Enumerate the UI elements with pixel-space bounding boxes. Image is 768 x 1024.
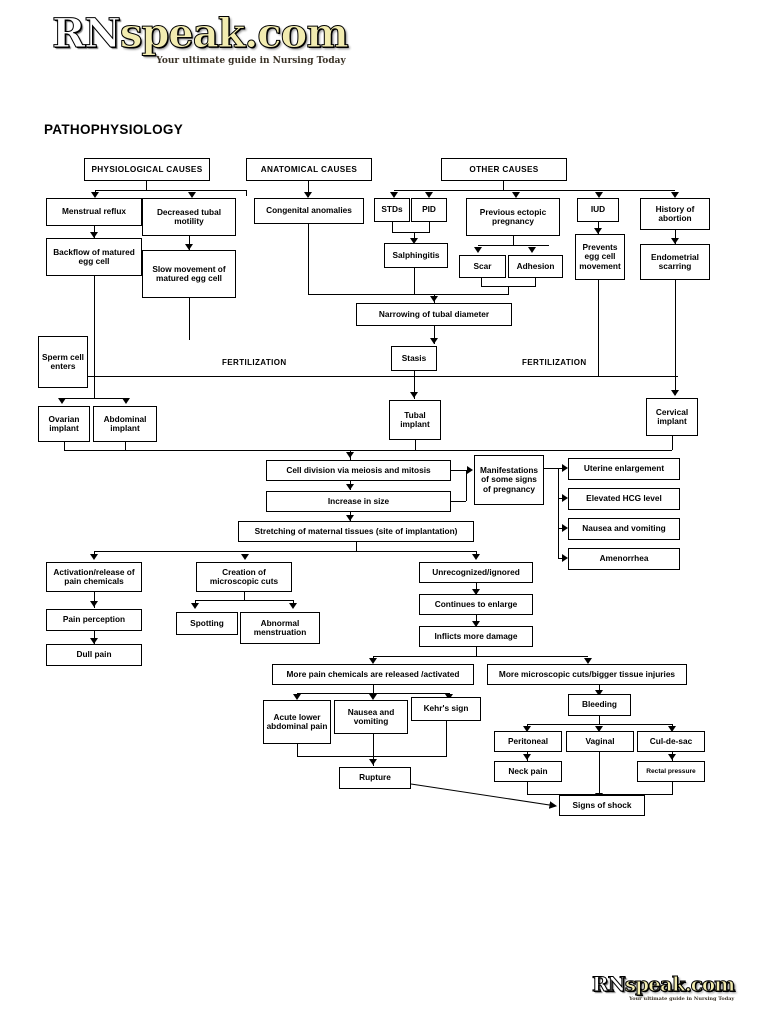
node-spotting[interactable]: Spotting — [176, 612, 238, 635]
node-pid[interactable]: PID — [411, 198, 447, 222]
node-endometrial-scarring[interactable]: Endometrial scarring — [640, 244, 710, 280]
node-rupture[interactable]: Rupture — [339, 767, 411, 789]
node-ovarian-implant[interactable]: Ovarian implant — [38, 406, 90, 442]
rnspeak-logo-header: RNspeak.com Your ultimate guide in Nursi… — [52, 13, 350, 68]
node-amenorrhea[interactable]: Amenorrhea — [568, 548, 680, 570]
node-cul-de-sac[interactable]: Cul-de-sac — [637, 731, 705, 752]
node-increase-in-size[interactable]: Increase in size — [266, 491, 451, 512]
node-bleeding[interactable]: Bleeding — [568, 694, 631, 716]
node-more-pain-chemicals[interactable]: More pain chemicals are released /activa… — [272, 664, 474, 685]
node-inflicts-more-damage[interactable]: Inflicts more damage — [419, 626, 533, 647]
node-prevents-egg-cell-movement[interactable]: Prevents egg cell movement — [575, 234, 625, 280]
node-signs-of-shock[interactable]: Signs of shock — [559, 795, 645, 816]
node-nausea-and-vomiting-pregnancy[interactable]: Nausea and vomiting — [568, 518, 680, 540]
node-tubal-implant[interactable]: Tubal implant — [389, 400, 441, 440]
node-salphingitis[interactable]: Salphingitis — [384, 243, 448, 268]
node-iud[interactable]: IUD — [577, 198, 619, 222]
logo-rn-text-footer: RN — [592, 972, 627, 996]
node-more-microscopic-cuts[interactable]: More microscopic cuts/bigger tissue inju… — [487, 664, 687, 685]
node-congenital-anomalies[interactable]: Congenital anomalies — [254, 198, 364, 224]
node-activation-release-of-pain-chemicals[interactable]: Activation/release of pain chemicals — [46, 562, 142, 592]
logo-tagline: Your ultimate guide in Nursing Today — [156, 56, 346, 66]
node-slow-movement-of-matured-egg-cell[interactable]: Slow movement of matured egg cell — [142, 250, 236, 298]
logo-speak-text: speak.com — [119, 10, 349, 57]
node-pain-perception[interactable]: Pain perception — [46, 609, 142, 631]
node-physiological-causes[interactable]: PHYSIOLOGICAL CAUSES — [84, 158, 210, 181]
node-other-causes[interactable]: OTHER CAUSES — [441, 158, 567, 181]
node-manifestations-of-pregnancy[interactable]: Manifestations of some signs of pregnanc… — [474, 455, 544, 505]
node-stasis[interactable]: Stasis — [391, 346, 437, 371]
label-fertilization-left: FERTILIZATION — [219, 358, 290, 367]
label-fertilization-right: FERTILIZATION — [519, 358, 590, 367]
node-menstrual-reflux[interactable]: Menstrual reflux — [46, 198, 142, 226]
node-previous-ectopic-pregnancy[interactable]: Previous ectopic pregnancy — [466, 198, 560, 236]
node-unrecognized-ignored[interactable]: Unrecognized/ignored — [419, 562, 533, 583]
node-continues-to-enlarge[interactable]: Continues to enlarge — [419, 594, 533, 615]
node-cervical-implant[interactable]: Cervical implant — [646, 398, 698, 436]
node-scar[interactable]: Scar — [459, 255, 506, 278]
node-kehrs-sign[interactable]: Kehr's sign — [411, 697, 481, 721]
node-abnormal-menstruation[interactable]: Abnormal menstruation — [240, 612, 320, 644]
node-stds[interactable]: STDs — [374, 198, 410, 222]
node-vaginal[interactable]: Vaginal — [566, 731, 634, 752]
node-stretching-of-maternal-tissues[interactable]: Stretching of maternal tissues (site of … — [238, 521, 474, 542]
node-anatomical-causes[interactable]: ANATOMICAL CAUSES — [246, 158, 372, 181]
node-sperm-cell-enters[interactable]: Sperm cell enters — [38, 336, 88, 388]
node-peritoneal[interactable]: Peritoneal — [494, 731, 562, 752]
node-backflow-of-matured-egg-cell[interactable]: Backflow of matured egg cell — [46, 238, 142, 276]
node-narrowing-of-tubal-diameter[interactable]: Narrowing of tubal diameter — [356, 303, 512, 326]
node-nausea-and-vomiting[interactable]: Nausea and vomiting — [334, 700, 408, 734]
node-uterine-enlargement[interactable]: Uterine enlargement — [568, 458, 680, 480]
node-dull-pain[interactable]: Dull pain — [46, 644, 142, 666]
node-neck-pain[interactable]: Neck pain — [494, 761, 562, 782]
node-rectal-pressure[interactable]: Rectal pressure — [637, 761, 705, 782]
node-elevated-hcg-level[interactable]: Elevated HCG level — [568, 488, 680, 510]
logo-rn-text: RN — [52, 10, 122, 57]
page-title: PATHOPHYSIOLOGY — [44, 122, 184, 137]
node-cell-division[interactable]: Cell division via meiosis and mitosis — [266, 460, 451, 481]
logo-tagline-footer: Your ultimate guide in Nursing Today — [629, 996, 735, 1002]
node-adhesion[interactable]: Adhesion — [508, 255, 563, 278]
node-acute-lower-abdominal-pain[interactable]: Acute lower abdominal pain — [263, 700, 331, 744]
node-abdominal-implant[interactable]: Abdominal implant — [93, 406, 157, 442]
node-history-of-abortion[interactable]: History of abortion — [640, 198, 710, 230]
logo-speak-text-footer: speak.com — [624, 972, 735, 996]
rnspeak-logo-footer: RNspeak.com Your ultimate guide in Nursi… — [592, 972, 736, 1005]
node-creation-of-microscopic-cuts[interactable]: Creation of microscopic cuts — [196, 562, 292, 592]
node-decreased-tubal-motility[interactable]: Decreased tubal motility — [142, 198, 236, 236]
